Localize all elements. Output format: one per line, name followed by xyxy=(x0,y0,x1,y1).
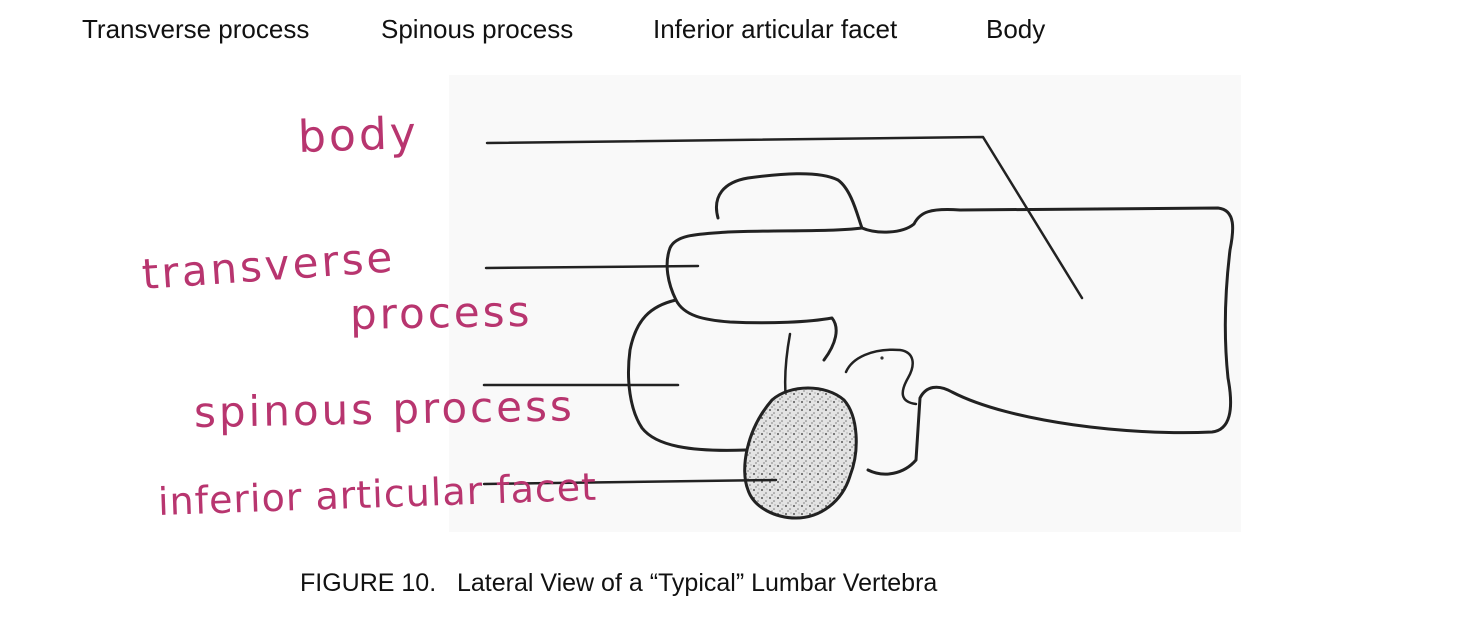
ink-dot xyxy=(880,356,884,360)
handwritten-label-spinous-process: spinous process xyxy=(193,381,576,437)
word-bank-spinous-process: Spinous process xyxy=(381,14,574,44)
word-bank: Transverse process Spinous process Infer… xyxy=(0,12,1459,48)
handwritten-label-transverse-process: process xyxy=(349,286,533,339)
body-leader-line xyxy=(485,135,1084,300)
vertebral-body-outline xyxy=(715,172,1235,476)
inferior-articular-facet-shape xyxy=(743,386,858,520)
handwritten-label-body: body xyxy=(297,107,420,163)
word-bank-transverse-process: Transverse process xyxy=(82,14,310,44)
word-bank-inferior-articular-facet: Inferior articular facet xyxy=(653,14,898,44)
transverse-leader-line xyxy=(484,264,700,270)
inferior-notch-curve xyxy=(844,348,918,406)
transverse-process-outline xyxy=(665,226,864,362)
inferior-facet-leader-line xyxy=(482,478,778,486)
figure-caption: FIGURE 10. Lateral View of a “Typical” L… xyxy=(300,569,938,597)
spinous-process-outline xyxy=(627,298,748,452)
word-bank-body: Body xyxy=(986,14,1046,44)
